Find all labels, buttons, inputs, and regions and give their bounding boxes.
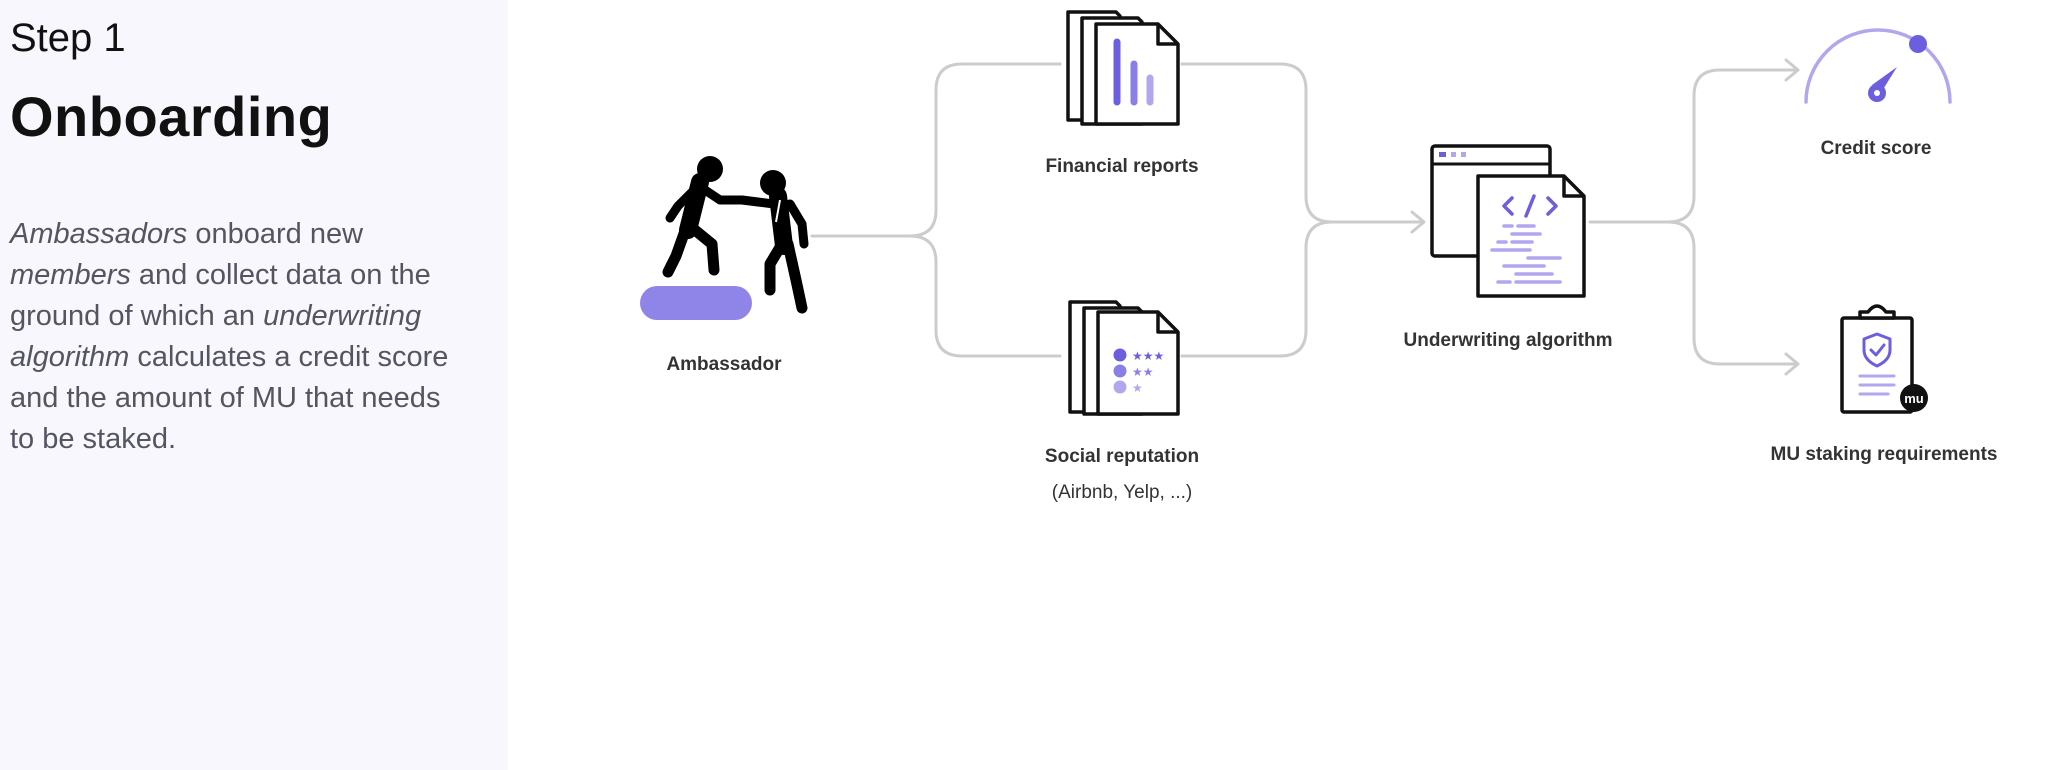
page-title: Onboarding bbox=[10, 85, 333, 148]
reports-bar-chart bbox=[1113, 38, 1154, 106]
window-dot-3 bbox=[1461, 152, 1466, 157]
shield-check bbox=[1869, 343, 1886, 357]
person-2-tie bbox=[775, 199, 781, 223]
ambassador-platform bbox=[640, 286, 752, 320]
person-2-arm bbox=[737, 195, 779, 209]
person-2-leg-front bbox=[764, 238, 788, 296]
ambassador-icon bbox=[640, 156, 809, 320]
social-sheet-fold bbox=[1156, 312, 1178, 334]
ambassador-label: Ambassador bbox=[666, 354, 782, 375]
connector-algorithm-to-credit bbox=[1588, 68, 1798, 224]
connector-ambassador-to-social bbox=[908, 234, 1062, 358]
window-dot-2 bbox=[1451, 152, 1456, 157]
code-brackets-icon bbox=[1502, 194, 1558, 218]
description-text: Ambassadors onboard new members and coll… bbox=[10, 214, 450, 460]
credit-score-label: Credit score bbox=[1821, 138, 1932, 159]
financial-reports-label: Financial reports bbox=[1045, 156, 1198, 177]
connector-ambassador-to-reports bbox=[810, 62, 1062, 238]
code-lines bbox=[1490, 224, 1562, 284]
algorithm-document-fold bbox=[1562, 176, 1584, 198]
clipboard-clip bbox=[1858, 304, 1896, 320]
description-members: members bbox=[10, 259, 131, 291]
mu-logo-text: mu bbox=[1904, 391, 1924, 406]
financial-reports-icon bbox=[1066, 10, 1180, 126]
rating-face-2 bbox=[1113, 364, 1127, 378]
shield-icon bbox=[1862, 332, 1892, 368]
person-1-leg-front bbox=[684, 220, 720, 276]
rating-stars-2: ★★ bbox=[1132, 365, 1154, 379]
sidebar-panel: Step 1 Onboarding Ambassadors onboard ne… bbox=[0, 0, 508, 770]
credit-score-gauge-icon bbox=[1804, 28, 1952, 104]
social-reputation-sublabel: (Airbnb, Yelp, ...) bbox=[1052, 482, 1192, 503]
gauge-arc bbox=[1804, 28, 1952, 104]
window-dot-1 bbox=[1439, 152, 1446, 157]
mu-logo-badge bbox=[1900, 384, 1928, 412]
person-1-arm bbox=[700, 185, 747, 205]
person-2-leg-back bbox=[782, 238, 808, 314]
person-1-leg-back bbox=[662, 222, 692, 278]
gauge-needle-pin bbox=[1874, 90, 1880, 96]
person-1-back-arm bbox=[665, 183, 701, 223]
rating-face-1 bbox=[1113, 348, 1127, 362]
mu-staking-label: MU staking requirements bbox=[1771, 444, 1998, 465]
description-part: calculates a credit score and the amount… bbox=[10, 341, 449, 455]
clipboard-lines bbox=[1858, 374, 1896, 396]
description-algorithm: underwriting algorithm bbox=[10, 300, 422, 373]
underwriting-algorithm-icon bbox=[1430, 144, 1586, 298]
algorithm-document bbox=[1476, 174, 1586, 298]
description-part: onboard new bbox=[187, 218, 364, 250]
social-sheet-front bbox=[1096, 310, 1180, 416]
social-ratings: ★★★ ★★ ★ bbox=[1113, 348, 1164, 395]
connector-reports-to-algorithm bbox=[1180, 62, 1424, 224]
rating-face-3 bbox=[1113, 380, 1127, 394]
social-reputation-label: Social reputation bbox=[1045, 446, 1199, 467]
description-part: and collect data on the ground of which … bbox=[10, 259, 431, 332]
mu-staking-clipboard-icon: mu bbox=[1840, 304, 1928, 414]
rating-stars-1: ★★★ bbox=[1132, 349, 1164, 363]
description-ambassadors: Ambassadors bbox=[10, 218, 188, 250]
underwriting-algorithm-label: Underwriting algorithm bbox=[1404, 330, 1613, 351]
gauge-marker bbox=[1909, 35, 1927, 53]
step-label: Step 1 bbox=[10, 16, 126, 60]
arrowhead-to-credit bbox=[1784, 58, 1800, 82]
connector-algorithm-to-staking bbox=[1666, 220, 1798, 366]
rating-stars-3: ★ bbox=[1132, 381, 1143, 395]
person-2-back-arm bbox=[785, 199, 809, 249]
reports-sheet-fold bbox=[1156, 24, 1178, 46]
connector-lines bbox=[810, 58, 1800, 376]
connector-social-to-algorithm bbox=[1180, 220, 1334, 358]
arrowhead-to-staking bbox=[1784, 352, 1800, 376]
arrowhead-to-algorithm bbox=[1410, 210, 1426, 234]
